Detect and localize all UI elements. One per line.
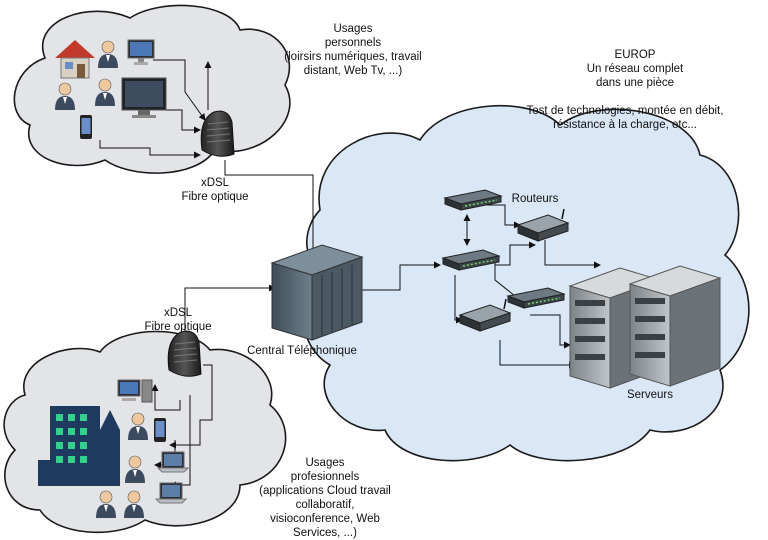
telephone-central-icon [270, 244, 364, 341]
xdsl-top-label: xDSL Fibre optique [181, 177, 249, 203]
house-icon [55, 40, 95, 79]
smartphone-icon [80, 115, 92, 139]
office-building-icon [38, 406, 120, 486]
usages-personal-label: Usages personnels (loirsirs numériques, … [284, 23, 422, 77]
servers-label: Serveurs [626, 389, 674, 401]
smartphone-icon [154, 418, 166, 442]
europ-label: EUROP Un réseau complet dans une pièce [586, 49, 684, 89]
desktop-computer-icon [117, 379, 153, 403]
central-label: Central Téléphonique [247, 345, 357, 357]
usages-pro-label: Usages profesionnels (applications Cloud… [259, 457, 391, 539]
routers-label: Routeurs [511, 193, 559, 205]
laptop-icon [155, 482, 187, 504]
desktop-computer-icon [127, 39, 155, 65]
server-rack-icon [569, 265, 721, 389]
xdsl-bottom-label: xDSL Fibre optique [144, 307, 212, 333]
laptop-icon [157, 451, 189, 473]
tests-label: Test de technologies, montée en débit, r… [526, 105, 724, 131]
monitor-icon [121, 77, 167, 118]
